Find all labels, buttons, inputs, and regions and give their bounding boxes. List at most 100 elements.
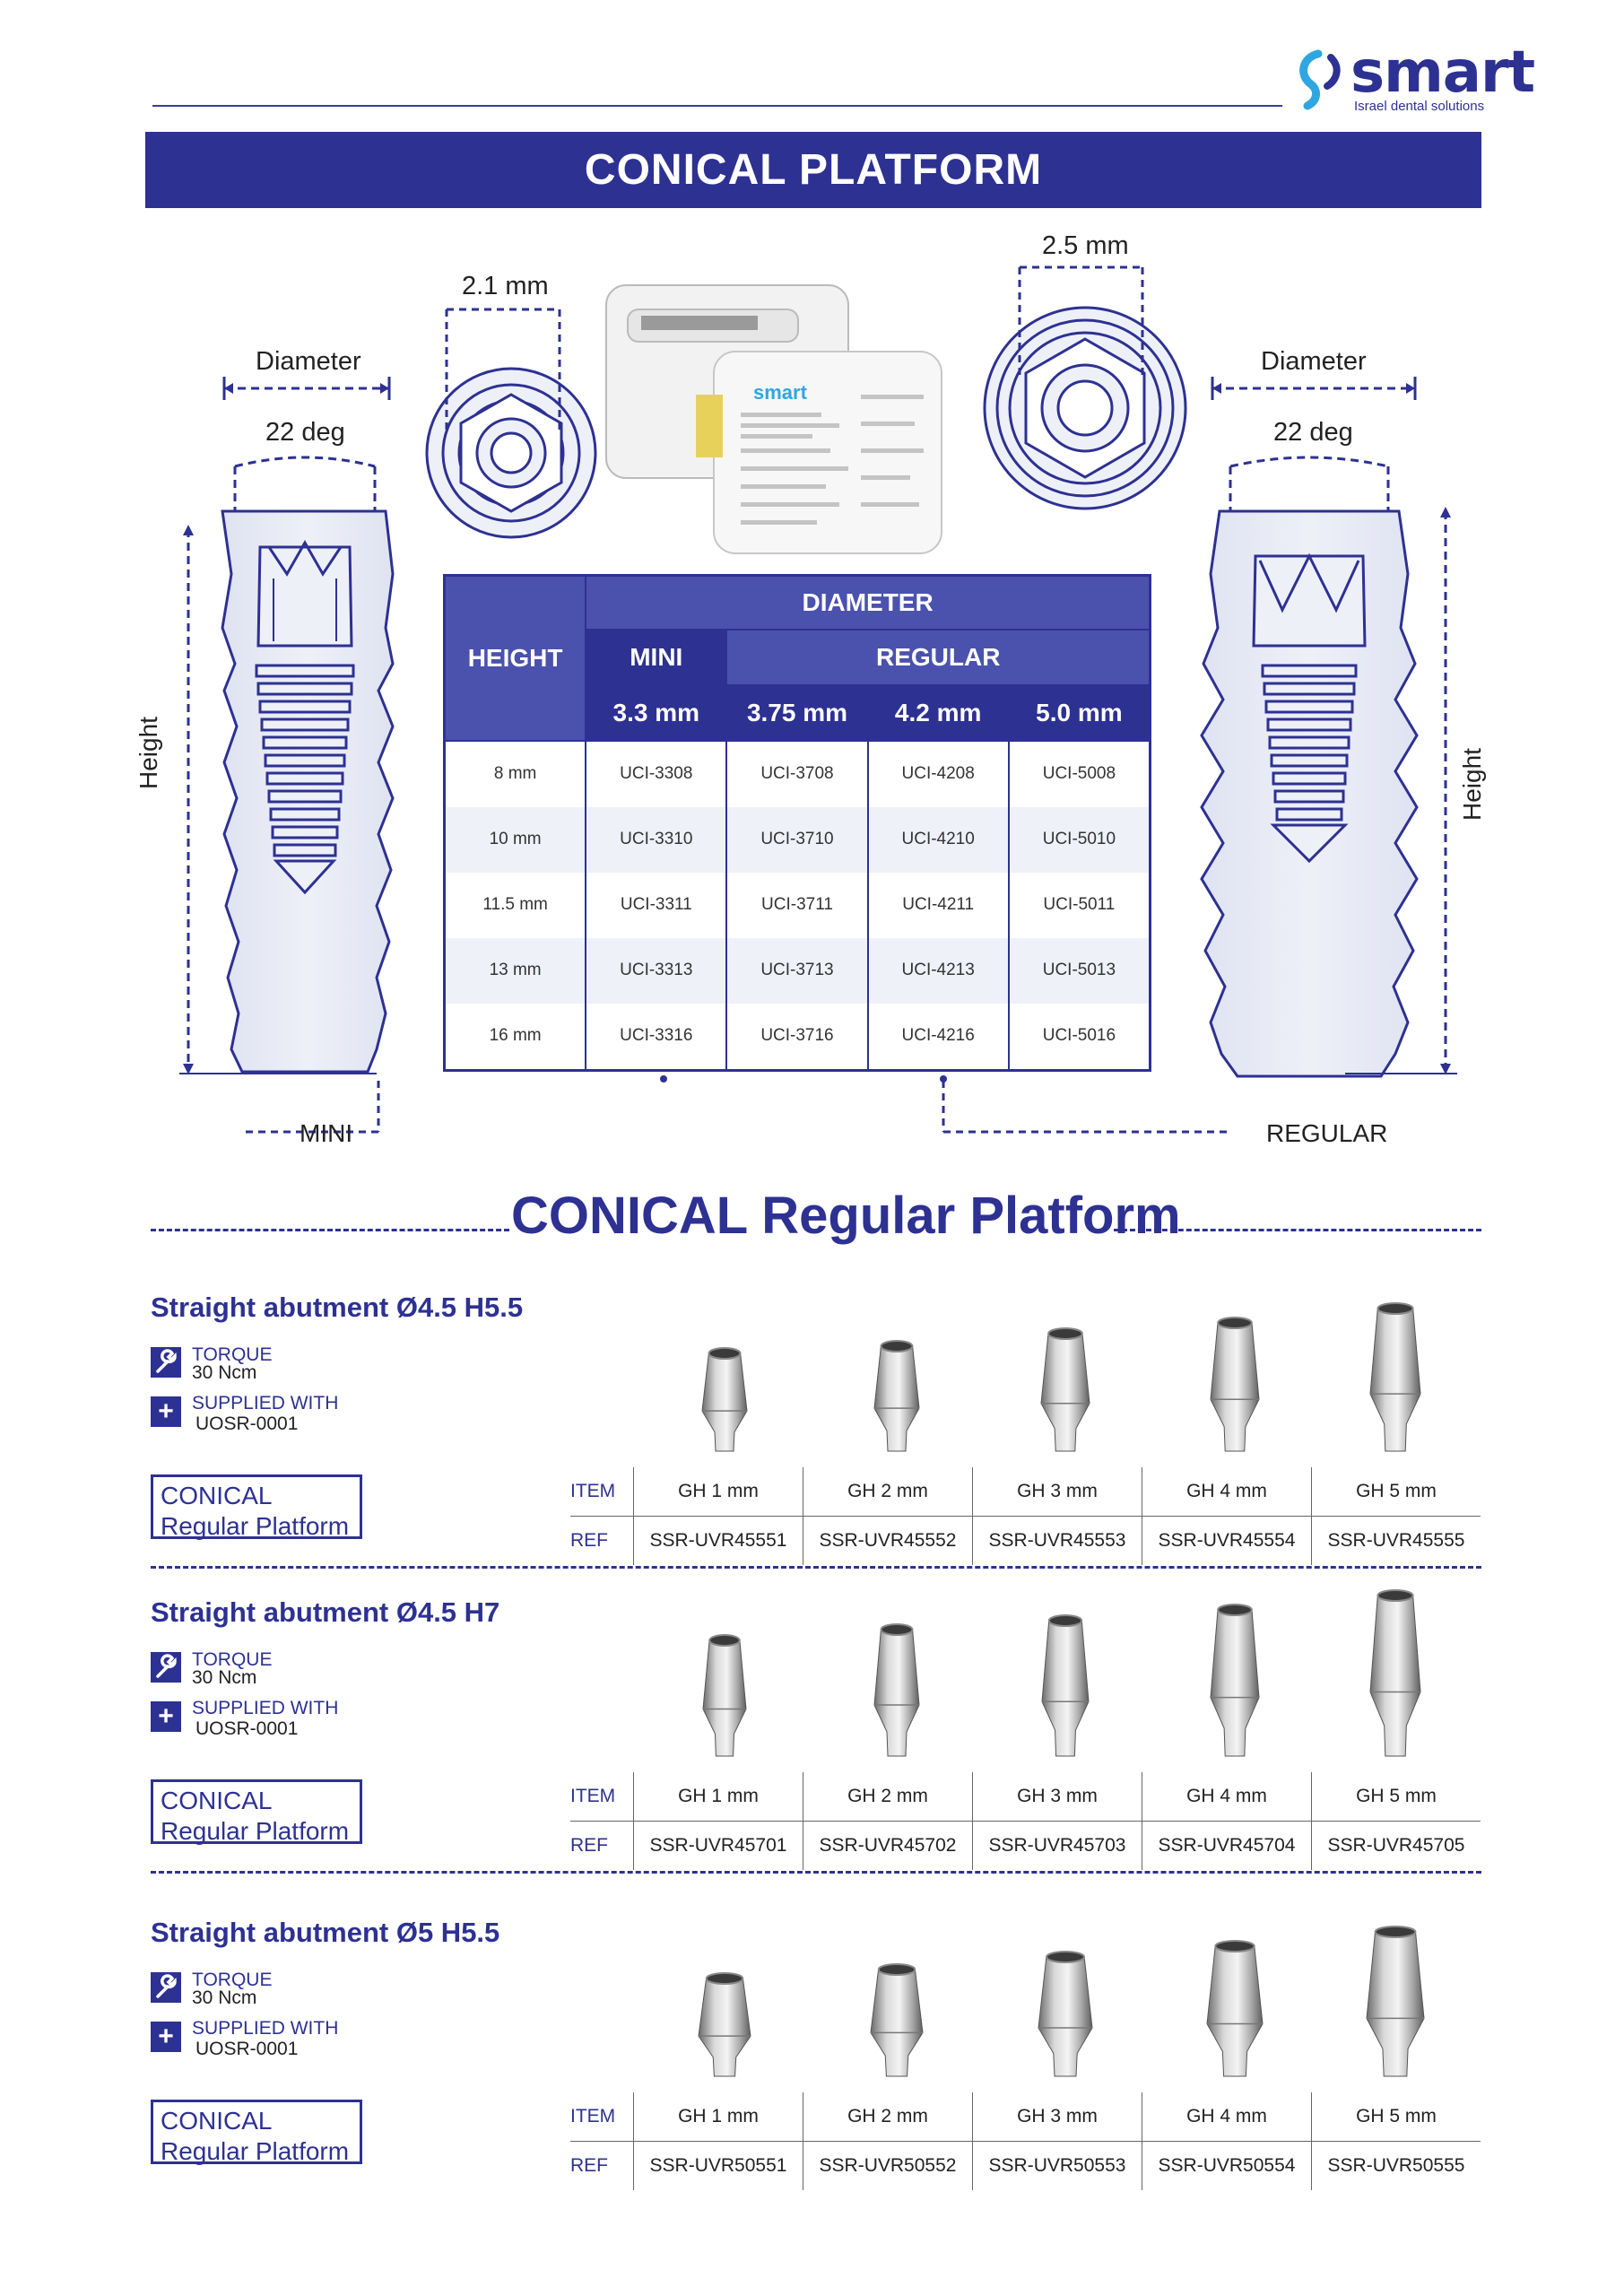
brand-logo: smart Israel dental solutions — [1291, 39, 1535, 117]
item-cell: GH 5 mm — [1311, 1772, 1481, 1822]
ref-cell: SSR-UVR45555 — [1311, 1516, 1481, 1565]
abutment-image — [1206, 1940, 1264, 2077]
regular-implant-drawing — [1200, 509, 1419, 1078]
item-cell: GH 4 mm — [1142, 2092, 1312, 2142]
height-cell: 10 mm — [443, 806, 587, 873]
item-cell: GH 3 mm — [972, 1467, 1142, 1517]
item-cell: GH 2 mm — [803, 2092, 973, 2142]
code-cell: UCI-3708 — [725, 740, 869, 807]
height-cell: 11.5 mm — [443, 872, 587, 938]
ref-cell: SSR-UVR50553 — [972, 2141, 1142, 2190]
header-rule — [152, 105, 1282, 107]
height-cell: 13 mm — [443, 937, 587, 1004]
item-cell: GH 2 mm — [803, 1467, 973, 1517]
mini-hex-drawing — [425, 367, 597, 539]
code-cell: UCI-3316 — [585, 1003, 728, 1070]
right-height-label: Height — [1458, 748, 1486, 821]
wrench-icon — [151, 1347, 181, 1378]
wrench-icon — [151, 1972, 181, 2003]
code-cell: UCI-3310 — [585, 806, 728, 873]
code-cell: UCI-3713 — [725, 937, 869, 1004]
code-cell: UCI-3311 — [585, 872, 728, 938]
wrench-icon — [151, 1652, 181, 1683]
abutment-image — [701, 1347, 748, 1452]
ref-cell: SSR-UVR45551 — [633, 1516, 803, 1565]
supplied-value: UOSR-0001 — [195, 1718, 299, 1739]
table-row: 13 mm UCI-3313 UCI-3713 UCI-4213 UCI-501… — [443, 937, 1151, 1004]
table-row: 10 mm UCI-3310 UCI-3710 UCI-4210 UCI-501… — [443, 806, 1151, 873]
supplied-value: UOSR-0001 — [195, 2039, 299, 2059]
ref-cell: SSR-UVR50554 — [1142, 2141, 1312, 2190]
code-cell: UCI-5008 — [1007, 740, 1151, 807]
platform-badge: CONICAL Regular Platform — [151, 1779, 362, 1845]
code-cell: UCI-3711 — [725, 872, 869, 938]
code-cell: UCI-5013 — [1007, 937, 1151, 1004]
mini-implant-drawing — [221, 509, 395, 1074]
abutment-image — [873, 1623, 920, 1757]
platform-line-2: Regular Platform — [161, 1817, 350, 1845]
platform-badge: CONICAL Regular Platform — [151, 2100, 362, 2165]
torque-label: TORQUE — [192, 1970, 273, 1990]
ref-cell: SSR-UVR45702 — [803, 1821, 973, 1870]
diameter-header: DIAMETER — [585, 574, 1151, 631]
table-row: 11.5 mm UCI-3311 UCI-3711 UCI-4211 UCI-5… — [443, 872, 1151, 938]
ref-label: REF — [570, 1530, 608, 1551]
item-cell: GH 5 mm — [1311, 2092, 1481, 2142]
item-cell: GH 1 mm — [633, 2092, 803, 2142]
platform-line-2: Regular Platform — [161, 2137, 350, 2165]
diameter-4-2: 4.2 mm — [866, 683, 1010, 742]
ref-cell: SSR-UVR50555 — [1311, 2141, 1481, 2190]
item-label: ITEM — [570, 1467, 634, 1517]
plus-icon: + — [151, 2022, 181, 2052]
abutment-image — [1040, 1327, 1090, 1452]
brand-name: smart — [1350, 39, 1535, 106]
regular-label: REGULAR — [1266, 1119, 1388, 1147]
abutment-image — [1366, 1926, 1425, 2077]
ref-cell: SSR-UVR45552 — [803, 1516, 973, 1565]
implant-table: HEIGHT DIAMETER MINI REGULAR 3.3 mm 3.75… — [443, 574, 1151, 1072]
regular-hex-label: 2.5 mm — [1042, 231, 1129, 260]
abutment-image — [702, 1634, 747, 1757]
table-row: 8 mm UCI-3308 UCI-3708 UCI-4208 UCI-5008 — [443, 740, 1151, 807]
product-title: Straight abutment Ø5 H5.5 — [151, 1917, 500, 1948]
ref-label: REF — [570, 2155, 608, 2176]
torque-label: TORQUE — [192, 1344, 273, 1365]
smart-logo-icon — [1299, 49, 1341, 110]
right-diameter-label: Diameter — [1261, 347, 1367, 376]
platform-badge: CONICAL Regular Platform — [151, 1474, 362, 1540]
height-header: HEIGHT — [443, 574, 587, 742]
diameter-3-3: 3.3 mm — [585, 683, 728, 742]
item-cell: GH 4 mm — [1142, 1772, 1312, 1822]
torque-value: 30 Ncm — [192, 1987, 257, 2008]
height-cell: 8 mm — [443, 740, 587, 807]
supplied-label: SUPPLIED WITH — [192, 1698, 339, 1718]
section-divider-right — [1114, 1229, 1481, 1231]
code-cell: UCI-4210 — [866, 806, 1010, 873]
item-cell: GH 3 mm — [972, 1772, 1142, 1822]
code-cell: UCI-3716 — [725, 1003, 869, 1070]
supplied-label: SUPPLIED WITH — [192, 1393, 339, 1413]
code-cell: UCI-5010 — [1007, 806, 1151, 873]
plus-icon: + — [151, 1701, 181, 1732]
platform-line-1: CONICAL — [161, 2107, 273, 2135]
code-cell: UCI-5016 — [1007, 1003, 1151, 1070]
left-diameter-label: Diameter — [256, 347, 361, 376]
ref-cell: SSR-UVR45701 — [633, 1821, 803, 1870]
code-cell: UCI-4216 — [866, 1003, 1010, 1070]
item-label: ITEM — [570, 1772, 634, 1822]
abutment-image — [1369, 1589, 1421, 1757]
item-cell: GH 4 mm — [1142, 1467, 1312, 1517]
abutment-image — [1038, 1951, 1093, 2077]
package-photo: smart — [605, 284, 942, 554]
item-label: ITEM — [570, 2092, 634, 2142]
diameter-5-0: 5.0 mm — [1007, 683, 1151, 742]
item-cell: GH 1 mm — [633, 1467, 803, 1517]
left-angle-label: 22 deg — [265, 418, 345, 447]
ref-cell: SSR-UVR50551 — [633, 2141, 803, 2190]
